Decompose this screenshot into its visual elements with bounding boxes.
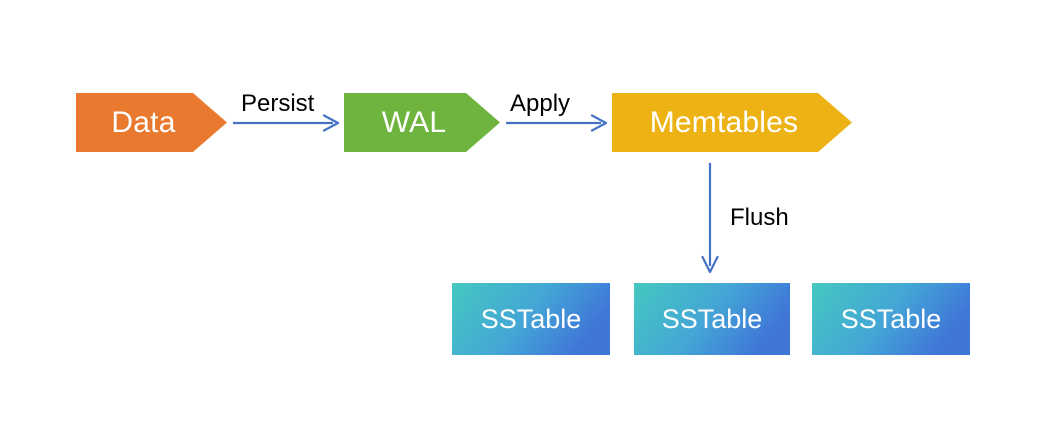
node-sstable-3-label: SSTable bbox=[840, 303, 942, 334]
edge-label-flush: Flush bbox=[730, 204, 789, 231]
edge-persist bbox=[233, 114, 340, 132]
node-wal[interactable]: WAL bbox=[344, 93, 500, 152]
node-sstable-2[interactable]: SSTable bbox=[634, 283, 790, 355]
node-memtables-label: Memtables bbox=[649, 105, 799, 139]
node-sstable-2-label: SSTable bbox=[661, 303, 763, 334]
node-sstable-1-label: SSTable bbox=[480, 303, 582, 334]
edge-label-apply: Apply bbox=[510, 90, 571, 117]
edge-apply bbox=[506, 114, 608, 132]
node-sstable-3[interactable]: SSTable bbox=[812, 283, 970, 355]
edge-flush bbox=[701, 163, 719, 274]
node-memtables[interactable]: Memtables bbox=[612, 93, 852, 152]
node-data-label: Data bbox=[111, 105, 176, 139]
node-wal-label: WAL bbox=[381, 105, 447, 139]
node-sstable-1[interactable]: SSTable bbox=[452, 283, 610, 355]
node-data[interactable]: Data bbox=[76, 93, 227, 152]
edge-label-persist: Persist bbox=[241, 90, 315, 117]
